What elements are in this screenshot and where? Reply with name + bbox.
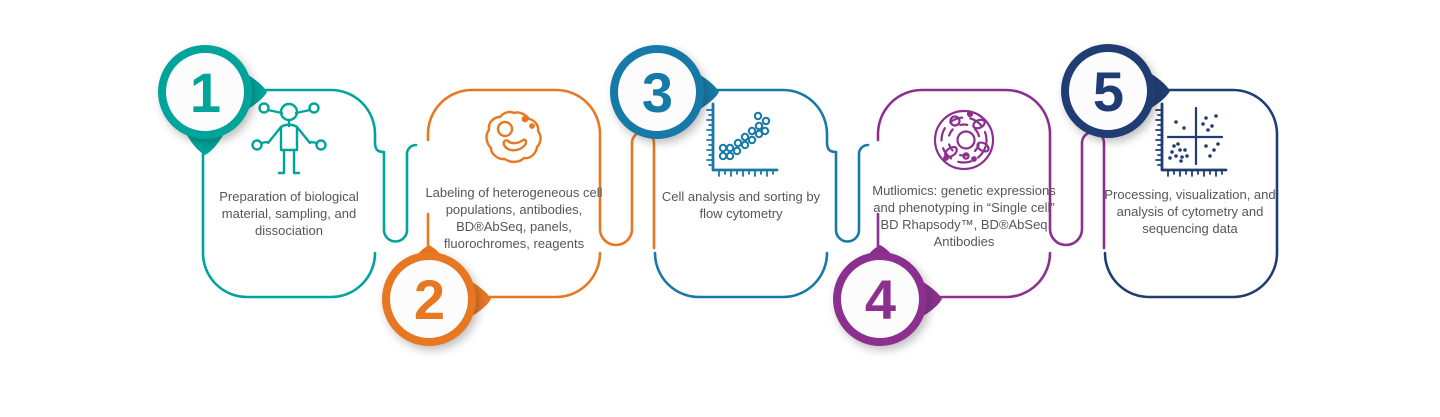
step-4-card-outline bbox=[876, 88, 1106, 299]
multiomics-cell-icon bbox=[933, 109, 995, 171]
quadrant-scatter-icon bbox=[1155, 102, 1228, 177]
step-2-number-badge: 2 bbox=[382, 252, 476, 346]
step-1-card-outline bbox=[201, 88, 418, 299]
step-4-number: 4 bbox=[864, 267, 896, 331]
step-4-number-badge: 4 bbox=[833, 252, 927, 346]
step-1-number-badge: 1 bbox=[158, 45, 252, 139]
human-sampling-icon bbox=[251, 102, 327, 175]
step-3-number: 3 bbox=[641, 60, 673, 124]
cell-labeling-icon bbox=[485, 110, 542, 164]
step-5-number: 5 bbox=[1092, 59, 1124, 123]
step-1-number: 1 bbox=[189, 60, 221, 124]
flow-cytometry-scatter-icon bbox=[706, 102, 779, 177]
step-4-description: Mutliomics: genetic expressions and phen… bbox=[872, 183, 1056, 249]
step-5-card-outline bbox=[1103, 88, 1279, 299]
step-2-description: Labeling of heterogeneous cell populatio… bbox=[425, 185, 603, 251]
step-3-description: Cell analysis and sorting by flow cytome… bbox=[661, 189, 821, 221]
step-5-description: Processing, visualization, and analysis … bbox=[1104, 187, 1276, 236]
step-3-card-outline bbox=[653, 88, 870, 299]
step-3-number-badge: 3 bbox=[610, 45, 704, 139]
step-2-number: 2 bbox=[413, 267, 445, 331]
step-1-description: Preparation of biological material, samp… bbox=[219, 189, 359, 238]
step-5-number-badge: 5 bbox=[1061, 44, 1155, 138]
